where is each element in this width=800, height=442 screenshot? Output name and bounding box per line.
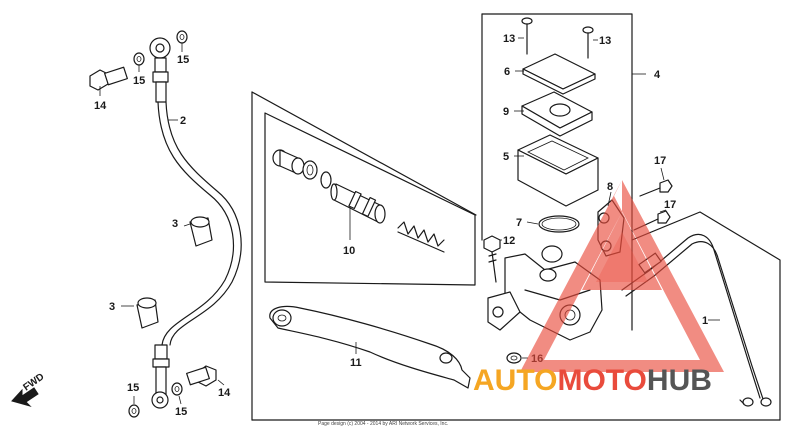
banjo-bolt-lower [186,365,217,387]
callout-washer-upper-a: 15 [133,75,145,87]
callout-holder-bolt-upper: 17 [654,155,666,167]
callout-washer-lower-a: 15 [127,382,139,394]
callout-master-cylinder-assy: 4 [654,69,661,81]
callout-o-ring: 7 [516,217,522,229]
reservoir-screw-right [582,26,594,59]
sealing-washer-upper-a [133,52,145,66]
callout-hose-clamp-lower: 3 [109,301,115,313]
callout-piston-set: 10 [343,245,355,257]
callout-labels: 13 13 6 4 9 5 17 8 17 7 12 10 1 11 16 2 … [94,33,708,418]
callout-banjo-bolt-lower: 14 [218,387,231,399]
piston-washer [320,171,332,189]
watermark-hub: HUB [647,364,712,397]
callout-reservoir-body: 5 [503,151,509,163]
watermark-moto: MOTO [557,364,646,397]
lever-pivot-bolt [483,235,501,283]
copyright-text: Page design (c) 2004 - 2014 by ARI Netwo… [318,421,448,427]
hose-clamp-lower [136,297,159,329]
svg-text:AUTOMOTOHUB: AUTOMOTOHUB [473,364,712,397]
callout-holder-bolt-lower: 17 [664,199,676,211]
callout-switch: 1 [702,315,708,327]
fwd-arrow-icon [11,387,39,407]
callout-banjo-bolt-upper: 14 [94,100,107,112]
callout-brake-lever: 11 [350,357,362,369]
watermark-logo: AUTOMOTOHUB [473,180,724,397]
callout-hose-clamp-upper: 3 [172,218,178,230]
reservoir-body [517,134,599,207]
diaphragm-plate [521,91,593,137]
callout-screw-right: 13 [599,35,611,47]
watermark-auto: AUTO [473,364,557,397]
holder-bolt-upper [639,179,673,197]
hose-clamp-upper [189,216,213,247]
sealing-washer-body [506,352,522,364]
piston-set-frame [264,112,476,286]
leader-lines [99,37,720,405]
callout-diaphragm-plate: 9 [503,106,509,118]
reservoir-screw-left [521,17,533,55]
callout-pivot-bolt: 12 [503,235,515,247]
brake-lever [269,305,471,389]
piston [330,183,386,224]
banjo-bolt-upper [89,66,128,91]
piston-circlip [302,160,318,180]
sealing-washer-upper-b [176,30,188,44]
callout-washer-lower-b: 15 [175,406,187,418]
callout-brake-hose: 2 [180,115,186,127]
callout-screw-left: 13 [503,33,515,45]
reservoir-cap [522,53,596,95]
piston-boot [272,149,305,175]
piston-spring [397,221,445,253]
sealing-washer-lower-b [171,382,183,396]
callout-holder: 8 [607,181,613,193]
sealing-washer-lower-a [128,404,140,418]
callout-washer-upper-b: 15 [177,54,189,66]
brake-hose [149,37,242,409]
watermark-triangle-icon [520,180,724,372]
reservoir-o-ring [538,215,580,233]
callout-reservoir-cap: 6 [504,66,510,78]
